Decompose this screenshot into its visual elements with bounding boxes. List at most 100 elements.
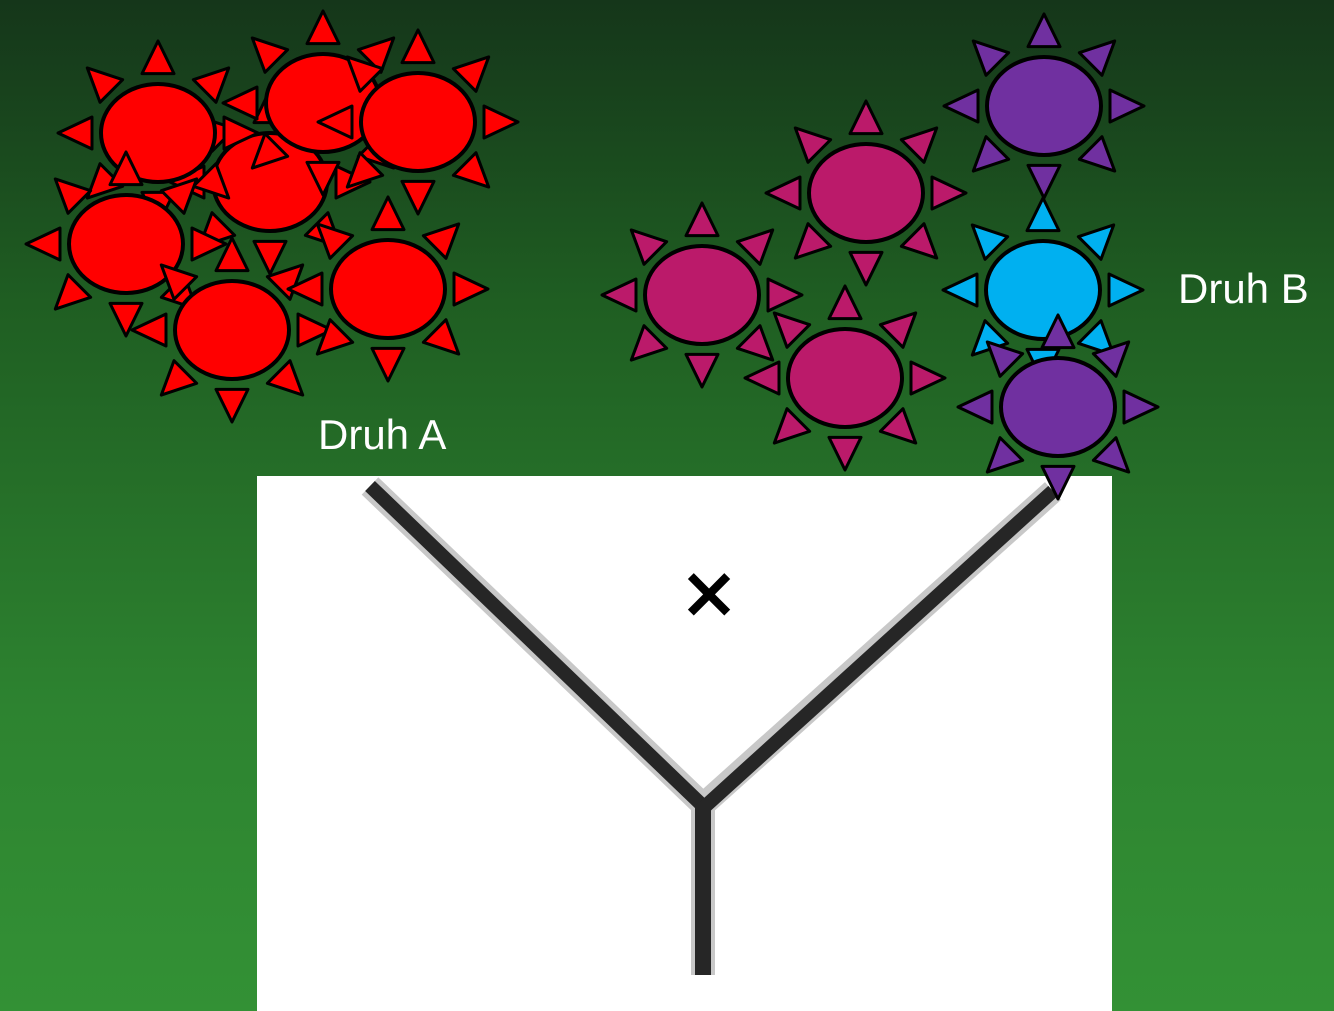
species-a-label: Druh A	[318, 411, 447, 458]
spike	[265, 359, 305, 397]
spike	[452, 271, 490, 307]
organism-body	[359, 71, 477, 173]
spike	[108, 301, 144, 338]
spike	[1122, 389, 1160, 425]
spike	[53, 177, 93, 215]
spike	[878, 311, 918, 349]
spike	[1077, 135, 1117, 173]
spike	[250, 132, 290, 170]
cross-icon: ×	[679, 550, 739, 634]
spike	[85, 66, 125, 104]
organism-body	[329, 238, 447, 340]
spike	[629, 228, 669, 266]
spike	[971, 39, 1011, 77]
spike	[108, 150, 144, 187]
species-a-organism-icon	[56, 39, 260, 227]
spike	[159, 359, 199, 397]
species-a-organism-icon	[286, 195, 490, 383]
spike	[286, 271, 324, 307]
spike	[1107, 272, 1145, 308]
spike	[1040, 464, 1076, 501]
spike	[214, 236, 250, 273]
spike	[848, 250, 884, 287]
spike	[370, 346, 406, 383]
spike	[252, 239, 288, 276]
spike	[956, 389, 994, 425]
purple-organism-icon	[942, 12, 1146, 200]
organism-body	[985, 55, 1103, 157]
phylogenetic-tree	[361, 477, 1062, 975]
spike	[1091, 340, 1131, 378]
spike	[482, 104, 520, 140]
spike	[772, 407, 812, 445]
spike	[159, 263, 199, 301]
spike	[942, 88, 980, 124]
organism-body	[643, 244, 761, 346]
spike	[735, 324, 775, 362]
spike	[159, 177, 199, 215]
spike	[56, 115, 94, 151]
spike	[250, 36, 290, 74]
spike	[1091, 436, 1131, 474]
spike	[827, 435, 863, 472]
spike	[214, 387, 250, 424]
organism-body	[786, 327, 904, 429]
spike	[793, 126, 833, 164]
spike	[1108, 88, 1146, 124]
spike	[140, 39, 176, 76]
species-a-organism-icon	[316, 28, 520, 216]
spike	[400, 28, 436, 65]
spike	[684, 201, 720, 238]
hybrid-organism-icon	[764, 99, 968, 287]
spike	[296, 312, 334, 348]
hybrid-organism-icon	[600, 201, 804, 389]
spike	[735, 228, 775, 266]
spike	[53, 273, 93, 311]
spike	[793, 222, 833, 260]
spike	[370, 195, 406, 232]
organism-body	[807, 142, 925, 244]
spike	[24, 226, 62, 262]
species-b-label: Druh B	[1178, 265, 1309, 312]
organism-body	[67, 193, 185, 295]
spike	[1076, 223, 1116, 261]
spike	[970, 223, 1010, 261]
spike	[909, 360, 947, 396]
organism-body	[173, 279, 291, 381]
spike	[400, 179, 436, 216]
spike	[265, 263, 305, 301]
spike	[899, 222, 939, 260]
spike	[985, 436, 1025, 474]
species-a-organism-icon	[130, 236, 334, 424]
spike	[421, 222, 461, 260]
spike	[1026, 163, 1062, 200]
hybrid-organism-icon	[743, 284, 947, 472]
organism-body	[984, 239, 1102, 341]
tree-branch-right	[695, 485, 1058, 817]
spike	[1076, 319, 1116, 357]
spike	[941, 272, 979, 308]
spike	[848, 99, 884, 136]
spike	[600, 277, 638, 313]
spike	[130, 312, 168, 348]
spike	[305, 9, 341, 46]
spike	[629, 324, 669, 362]
spike	[1077, 39, 1117, 77]
spike	[191, 162, 231, 200]
tree-branch-left	[365, 480, 710, 814]
spike	[1026, 12, 1062, 49]
spike	[878, 407, 918, 445]
spike	[85, 162, 125, 200]
spike	[1040, 313, 1076, 350]
spike	[345, 55, 385, 93]
spike	[766, 277, 804, 313]
spike	[222, 115, 260, 151]
spike	[221, 85, 259, 121]
overlapping-organisms-layer	[956, 313, 1160, 501]
spike	[305, 160, 341, 197]
spike	[316, 104, 354, 140]
spike	[684, 352, 720, 389]
spike	[451, 151, 491, 189]
spike	[827, 284, 863, 321]
purple-organism-icon	[956, 313, 1160, 501]
